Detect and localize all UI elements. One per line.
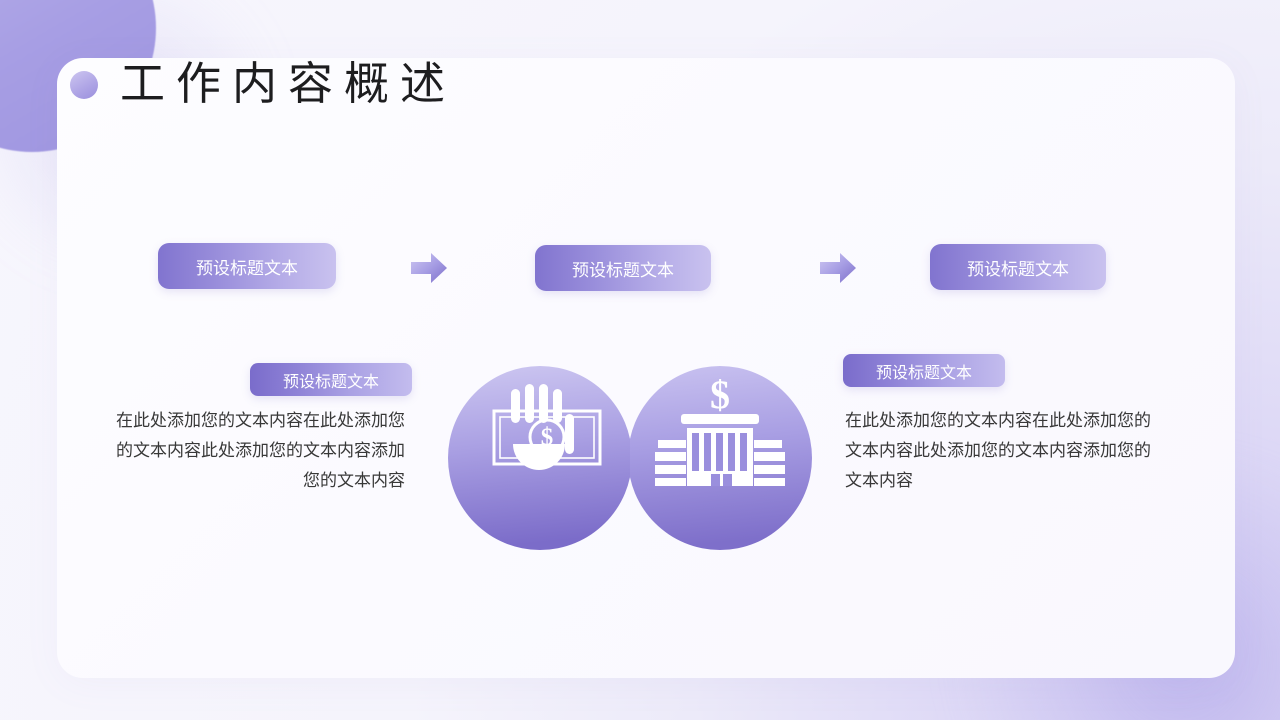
page-title-text: 工作内容概述 <box>120 59 457 109</box>
process-step-1[interactable]: 预设标题文本 <box>158 243 336 289</box>
process-step-2-label: 预设标题文本 <box>572 260 674 280</box>
hand-holding-money-icon: $ <box>492 384 602 470</box>
left-column-badge[interactable]: 预设标题文本 <box>250 363 412 396</box>
svg-text:$: $ <box>541 424 554 451</box>
svg-text:$: $ <box>710 372 730 417</box>
arrow-right-icon-1 <box>408 247 450 289</box>
process-step-3[interactable]: 预设标题文本 <box>930 244 1106 290</box>
left-column-badge-label: 预设标题文本 <box>282 373 379 391</box>
bank-building-dollar-icon: $ <box>655 372 785 486</box>
right-column-body: 在此处添加您的文本内容在此处添加您的文本内容此处添加您的文本内容添加您的文本内容 <box>845 411 1151 490</box>
page-title: 工作内容概述 <box>70 62 456 107</box>
process-step-2[interactable]: 预设标题文本 <box>535 245 711 291</box>
right-column-badge-label: 预设标题文本 <box>875 364 972 382</box>
process-step-3-label: 预设标题文本 <box>967 259 1069 279</box>
circle-bullet-icon <box>70 70 98 99</box>
arrow-right-icon-2 <box>817 247 859 289</box>
process-step-1-label: 预设标题文本 <box>196 258 298 278</box>
left-column-body: 在此处添加您的文本内容在此处添加您的文本内容此处添加您的文本内容添加您的文本内容 <box>116 411 405 490</box>
venn-diagram: $ $ <box>441 358 819 558</box>
right-column-badge[interactable]: 预设标题文本 <box>843 354 1005 387</box>
